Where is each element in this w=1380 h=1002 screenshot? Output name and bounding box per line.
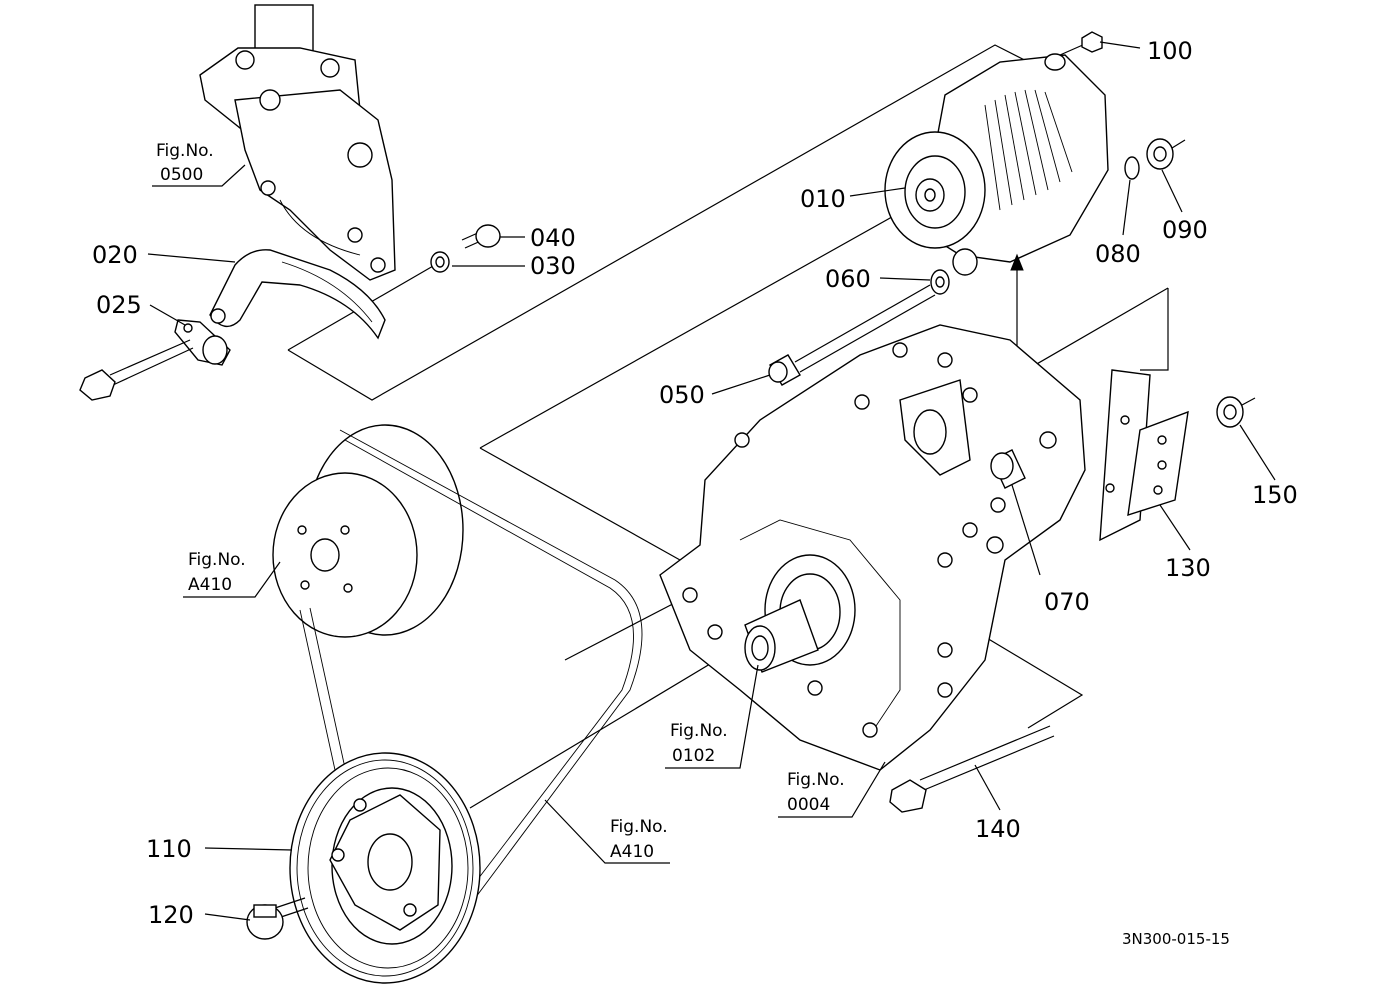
figure-ref-label: Fig.No. — [188, 550, 246, 570]
nut-100 — [1081, 31, 1103, 53]
figure-ref-label: Fig.No. — [670, 721, 728, 741]
callout-110: 110 — [146, 835, 192, 863]
figure-ref-0102: Fig.No. 0102 — [665, 664, 759, 769]
callout-090: 090 — [1162, 216, 1208, 244]
crank-pulley — [289, 752, 481, 984]
callout-labels: 010 020 025 030 040 050 060 070 080 090 … — [92, 37, 1298, 929]
figure-ref-number: A410 — [188, 575, 232, 595]
alternator — [884, 43, 1109, 276]
figure-ref-0500: Fig.No. 0500 — [152, 141, 246, 187]
figure-ref-0004: Fig.No. 0004 — [778, 761, 886, 818]
nut-090 — [1146, 138, 1186, 170]
callout-leaders — [147, 41, 1276, 921]
bolt-050 — [768, 284, 936, 386]
tension-bracket — [209, 249, 386, 340]
bracket-plate-130 — [1099, 369, 1189, 542]
callout-150: 150 — [1252, 481, 1298, 509]
pump-assembly — [199, 4, 396, 281]
spring-washer-080 — [1124, 156, 1140, 180]
clip-part — [174, 319, 231, 366]
figure-ref-a410-top: Fig.No. A410 — [183, 550, 281, 598]
figure-ref-label: Fig.No. — [156, 141, 214, 161]
figure-ref-label: Fig.No. — [610, 817, 668, 837]
bolt-040 — [461, 224, 501, 249]
callout-140: 140 — [975, 815, 1021, 843]
callout-020: 020 — [92, 241, 138, 269]
callout-030: 030 — [530, 252, 576, 280]
gear-case — [659, 324, 1086, 771]
upper-pulley — [272, 424, 464, 638]
bolt-140 — [889, 725, 1055, 813]
bolt-120 — [246, 897, 309, 940]
callout-080: 080 — [1095, 240, 1141, 268]
callout-130: 130 — [1165, 554, 1211, 582]
figure-ref-number: 0102 — [672, 746, 715, 766]
figure-ref-a410-bottom: Fig.No. A410 — [544, 799, 670, 864]
figure-ref-label: Fig.No. — [787, 770, 845, 790]
figure-ref-number: 0500 — [160, 165, 203, 185]
washer-030 — [430, 251, 450, 273]
washer-060 — [930, 269, 950, 295]
nut-150 — [1216, 396, 1256, 428]
clip-bolt — [79, 339, 194, 401]
callout-040: 040 — [530, 224, 576, 252]
drawing-code: 3N300-015-15 — [1122, 930, 1230, 948]
up-arrow-icon — [1010, 253, 1024, 271]
callout-050: 050 — [659, 381, 705, 409]
callout-010: 010 — [800, 185, 846, 213]
figure-ref-number: A410 — [610, 842, 654, 862]
collar-070 — [990, 449, 1026, 489]
figure-ref-number: 0004 — [787, 795, 830, 815]
callout-100: 100 — [1147, 37, 1193, 65]
callout-070: 070 — [1044, 588, 1090, 616]
v-belt — [299, 429, 643, 906]
callout-025: 025 — [96, 291, 142, 319]
callout-120: 120 — [148, 901, 194, 929]
callout-060: 060 — [825, 265, 871, 293]
